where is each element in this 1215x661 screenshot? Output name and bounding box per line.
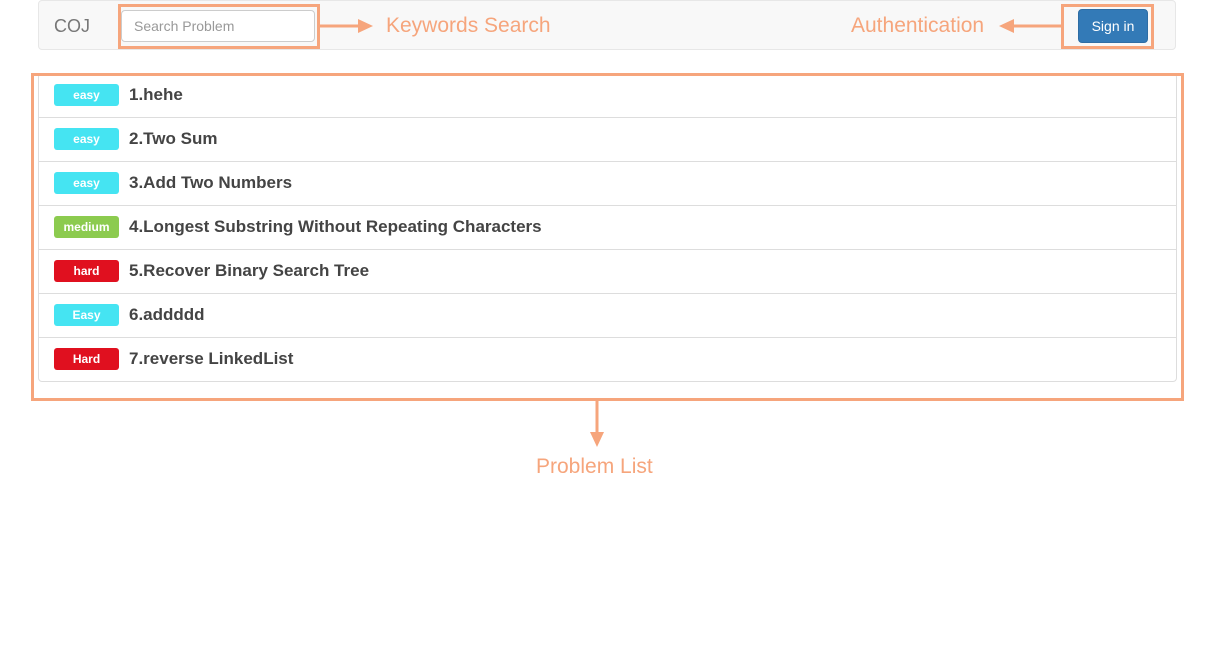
difficulty-badge: easy — [54, 172, 119, 194]
difficulty-badge: Hard — [54, 348, 119, 370]
problem-row[interactable]: easy 2.Two Sum — [39, 118, 1176, 162]
search-annotation-box — [118, 4, 320, 49]
problem-row[interactable]: Hard 7.reverse LinkedList — [39, 338, 1176, 381]
problem-title-link[interactable]: 7.reverse LinkedList — [129, 349, 294, 368]
problem-title-link[interactable]: 1.hehe — [129, 85, 183, 104]
problem-row[interactable]: easy 1.hehe — [39, 74, 1176, 118]
problem-title-link[interactable]: 2.Two Sum — [129, 129, 218, 148]
problem-row[interactable]: hard 5.Recover Binary Search Tree — [39, 250, 1176, 294]
list-arrowhead-icon — [590, 432, 604, 447]
problem-list: easy 1.hehe easy 2.Two Sum easy 3.Add Two Num… — [38, 73, 1177, 382]
auth-annotation-box — [1061, 4, 1154, 49]
search-annotation-label: Keywords Search — [386, 14, 551, 37]
difficulty-badge: Easy — [54, 304, 119, 326]
list-annotation-label: Problem List — [536, 455, 653, 478]
problem-row[interactable]: easy 3.Add Two Numbers — [39, 162, 1176, 206]
problem-title-link[interactable]: 4.Longest Substring Without Repeating Ch… — [129, 217, 542, 236]
search-arrowhead-icon — [358, 19, 373, 33]
difficulty-badge: easy — [54, 128, 119, 150]
auth-arrowhead-icon — [999, 19, 1014, 33]
auth-annotation-label: Authentication — [851, 14, 985, 37]
problem-row[interactable]: Easy 6.addddd — [39, 294, 1176, 338]
difficulty-badge: medium — [54, 216, 119, 238]
problem-row[interactable]: medium 4.Longest Substring Without Repeat… — [39, 206, 1176, 250]
search-input[interactable] — [121, 10, 315, 42]
brand-logo[interactable]: COJ — [54, 16, 90, 36]
problem-title-link[interactable]: 6.addddd — [129, 305, 205, 324]
difficulty-badge: hard — [54, 260, 119, 282]
navbar: COJ Sign in — [38, 0, 1176, 50]
sign-in-button[interactable]: Sign in — [1078, 9, 1148, 43]
difficulty-badge: easy — [54, 84, 119, 106]
problem-title-link[interactable]: 5.Recover Binary Search Tree — [129, 261, 370, 280]
problem-title-link[interactable]: 3.Add Two Numbers — [129, 173, 293, 192]
list-annotation-box — [31, 73, 1184, 401]
